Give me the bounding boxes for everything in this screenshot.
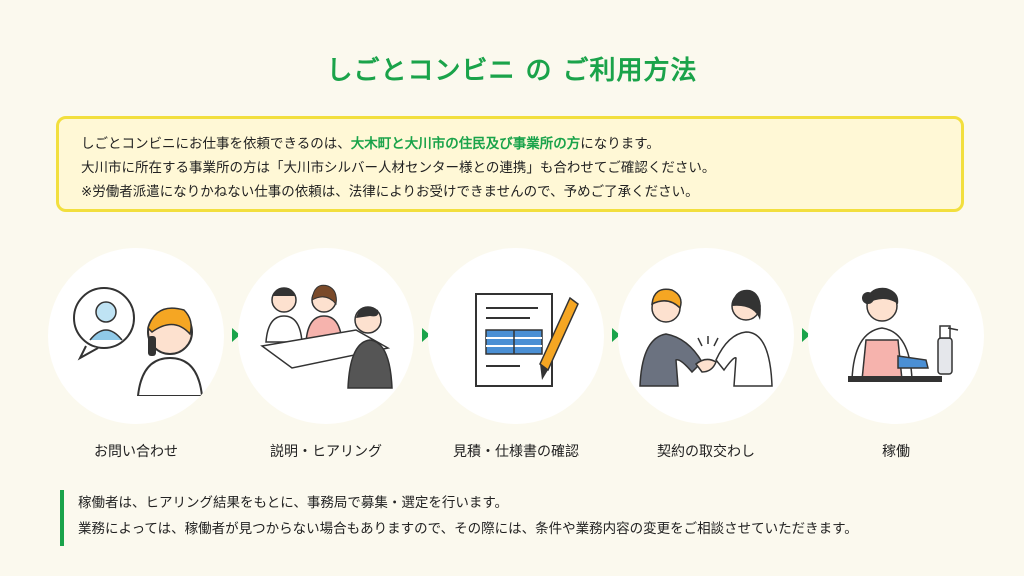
step-circle [238, 248, 414, 424]
cleaning-worker-icon [848, 287, 959, 382]
footer-line-2: 業務によっては、稼働者が見つからない場合もありますので、その際には、条件や業務内… [78, 521, 858, 537]
step-label: 契約の取交わし [657, 444, 755, 460]
notice-line-3: ※労働者派遣になりかねない仕事の依頼は、法律によりお受けできませんので、予めご了… [81, 184, 699, 200]
phone-inquiry-icon [73, 287, 204, 396]
page-title: しごとコンビニ の ご利用方法 [326, 56, 698, 86]
step-circle [428, 248, 604, 424]
step-estimate: 見積・仕様書の確認 [428, 248, 604, 461]
step-circle [808, 248, 984, 424]
step-circle [48, 248, 224, 424]
arrow-icon [232, 328, 240, 342]
meeting-icon [260, 284, 393, 389]
notice-line-1: しごとコンビニにお仕事を依頼できるのは、大木町と大川市の住民及び事業所の方になり… [81, 136, 660, 152]
document-pen-icon [475, 293, 579, 387]
step-operation: 稼働 [808, 248, 984, 461]
step-label: 稼働 [882, 444, 910, 460]
footer-note: 稼働者は、ヒアリング結果をもとに、事務局で募集・選定を行います。 業務によっては… [60, 490, 1000, 546]
step-label: 見積・仕様書の確認 [453, 444, 579, 460]
notice-highlight: 大木町と大川市の住民及び事業所の方 [350, 136, 581, 152]
step-inquiry: お問い合わせ [48, 248, 224, 461]
handshake-icon [639, 288, 773, 387]
step-contract: 契約の取交わし [618, 248, 794, 461]
footer-line-1: 稼働者は、ヒアリング結果をもとに、事務局で募集・選定を行います。 [78, 495, 508, 511]
notice-box: しごとコンビニにお仕事を依頼できるのは、大木町と大川市の住民及び事業所の方になり… [56, 116, 964, 212]
arrow-icon [802, 328, 810, 342]
step-circle [618, 248, 794, 424]
step-label: 説明・ヒアリング [270, 444, 382, 460]
arrow-icon [422, 328, 430, 342]
arrow-icon [612, 328, 620, 342]
step-label: お問い合わせ [94, 444, 178, 460]
step-hearing: 説明・ヒアリング [238, 248, 414, 461]
process-steps: お問い合わせ 説明・ヒアリング [48, 248, 988, 468]
notice-line-2: 大川市に所在する事業所の方は「大川市シルバー人材センター様との連携」も合わせてご… [81, 160, 716, 176]
